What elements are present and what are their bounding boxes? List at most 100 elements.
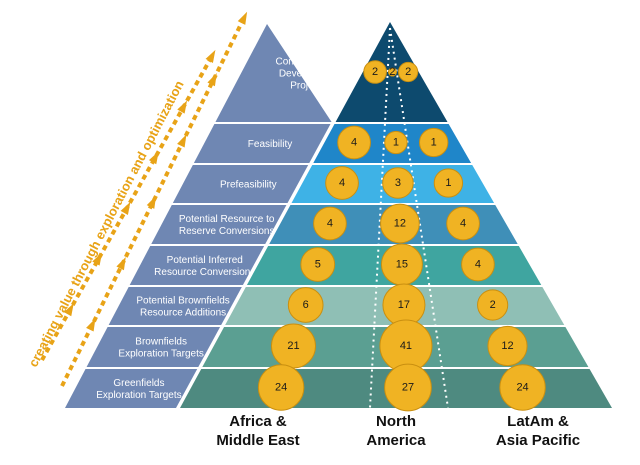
bubble-count: 24 [516, 382, 528, 394]
bubble-count: 6 [303, 299, 309, 311]
tier-label-panel-construction [215, 24, 332, 122]
region-label-line: LatAm & [507, 413, 569, 430]
bubble-prefeasibility-north-america: 3 [382, 167, 414, 199]
tier-label-panel-inferred-resource [129, 246, 265, 285]
bubble-circle [382, 167, 414, 199]
bubble-circle [446, 206, 480, 241]
bubble-circle [433, 168, 464, 198]
tier-label-panel-greenfields-targets [65, 369, 198, 408]
bubble-count: 2 [405, 66, 411, 78]
bubble-greenfields-targets-latam-asia-pacific: 24 [499, 364, 546, 411]
region-label-line: America [366, 432, 426, 449]
region-label-line: Asia Pacific [496, 432, 580, 449]
tier-label-panel-brownfields-additions [108, 287, 242, 325]
bubble-count: 41 [400, 340, 412, 352]
tier-label-panel-resource-to-reserve [151, 205, 287, 244]
bubble-count: 5 [315, 259, 321, 271]
bubble-count: 17 [398, 299, 410, 311]
arrow-head-icon [146, 195, 157, 209]
bubble-circle [325, 166, 359, 200]
arrow-head-icon [207, 73, 217, 87]
bubble-circle [287, 287, 324, 323]
bubble-circle [313, 206, 347, 241]
bubble-brownfields-targets-africa-middle-east: 21 [270, 323, 316, 369]
value-arrows [40, 11, 248, 387]
bubble-circle [499, 364, 546, 411]
arrow-head-icon [205, 49, 216, 63]
bubble-count: 1 [431, 137, 437, 149]
bubble-construction-latam-asia-pacific: 2 [398, 61, 419, 83]
tier-label-line: Potential Inferred [167, 255, 243, 266]
bubble-count: 15 [396, 259, 408, 271]
bubble-feasibility-north-america: 1 [384, 130, 408, 155]
arrow-head-icon [63, 303, 74, 317]
bubble-prefeasibility-africa-middle-east: 4 [325, 166, 359, 200]
arrow-head-icon [148, 151, 159, 165]
tier-label-line: Construction & [275, 57, 341, 68]
bubble-feasibility-latam-asia-pacific: 1 [419, 127, 449, 158]
bubble-circle [380, 203, 420, 244]
bubble-circle [384, 363, 432, 412]
region-label-line: Middle East [216, 432, 299, 449]
bubble-count: 1 [393, 137, 399, 149]
bubble-circle [300, 247, 336, 282]
bubble-circle [487, 325, 528, 367]
region-label-africa-middle-east: Africa & Middle East [216, 413, 299, 449]
tier-label-line: Reserve Conversions [179, 226, 275, 237]
bubble-inferred-resource-latam-asia-pacific: 4 [461, 247, 495, 282]
arrow-head-icon [120, 201, 131, 215]
tier-label-line: Prefeasibility [220, 180, 277, 191]
tier-label-line: Potential Brownfields [136, 296, 229, 307]
tier-label-prefeasibility: Prefeasibility [220, 180, 277, 191]
bubble-brownfields-additions-latam-asia-pacific: 2 [477, 289, 509, 321]
bubble-count: 27 [402, 382, 414, 394]
bubble-resource-to-reserve-north-america: 12 [380, 203, 420, 244]
bubble-circle [387, 67, 398, 77]
bubble-construction-north-america: 2 [387, 66, 398, 78]
tier-label-line: Potential Resource to [179, 214, 275, 225]
bubble-greenfields-targets-north-america: 27 [384, 363, 432, 412]
tier-label-panel-feasibility [193, 124, 331, 163]
region-label-line: North [376, 413, 416, 430]
bubble-circle [384, 130, 408, 155]
bubble-brownfields-additions-africa-middle-east: 6 [287, 287, 324, 323]
tier-label-line: Brownfields [135, 337, 187, 348]
bubble-count: 2 [490, 299, 496, 311]
bubble-count: 4 [460, 218, 466, 230]
bubble-circle [337, 125, 371, 160]
bubble-brownfields-additions-north-america: 17 [382, 283, 426, 327]
tier-label-panel-prefeasibility [172, 165, 309, 203]
bubble-count: 21 [287, 340, 299, 352]
bubble-construction-africa-middle-east: 2 [363, 60, 387, 84]
bubble-count: 24 [275, 382, 287, 394]
tier-label-line: Exploration Targets [118, 349, 203, 360]
bubble-feasibility-africa-middle-east: 4 [337, 125, 371, 160]
bubble-resource-to-reserve-africa-middle-east: 4 [313, 206, 347, 241]
tier-label-line: Resource Conversions [154, 267, 255, 278]
bubble-circle [461, 247, 495, 282]
bubble-count: 4 [475, 259, 481, 271]
arrow-head-icon [86, 318, 96, 332]
bubble-circle [398, 61, 419, 83]
bubble-brownfields-targets-latam-asia-pacific: 12 [487, 325, 528, 367]
tier-label-line: Projects [290, 81, 326, 92]
arrow-head-icon [177, 134, 187, 148]
bubble-count: 4 [351, 137, 357, 149]
bubble-circle [477, 289, 509, 321]
region-label-line: Africa & [229, 413, 287, 430]
bubble-count: 3 [395, 177, 401, 189]
arrow-head-icon [92, 252, 103, 266]
arrow-head-icon [237, 11, 248, 25]
bubble-prefeasibility-latam-asia-pacific: 1 [433, 168, 464, 198]
tier-label-line: Resource Additions [140, 308, 226, 319]
bubble-count: 12 [501, 340, 513, 352]
bubble-count: 4 [339, 177, 345, 189]
